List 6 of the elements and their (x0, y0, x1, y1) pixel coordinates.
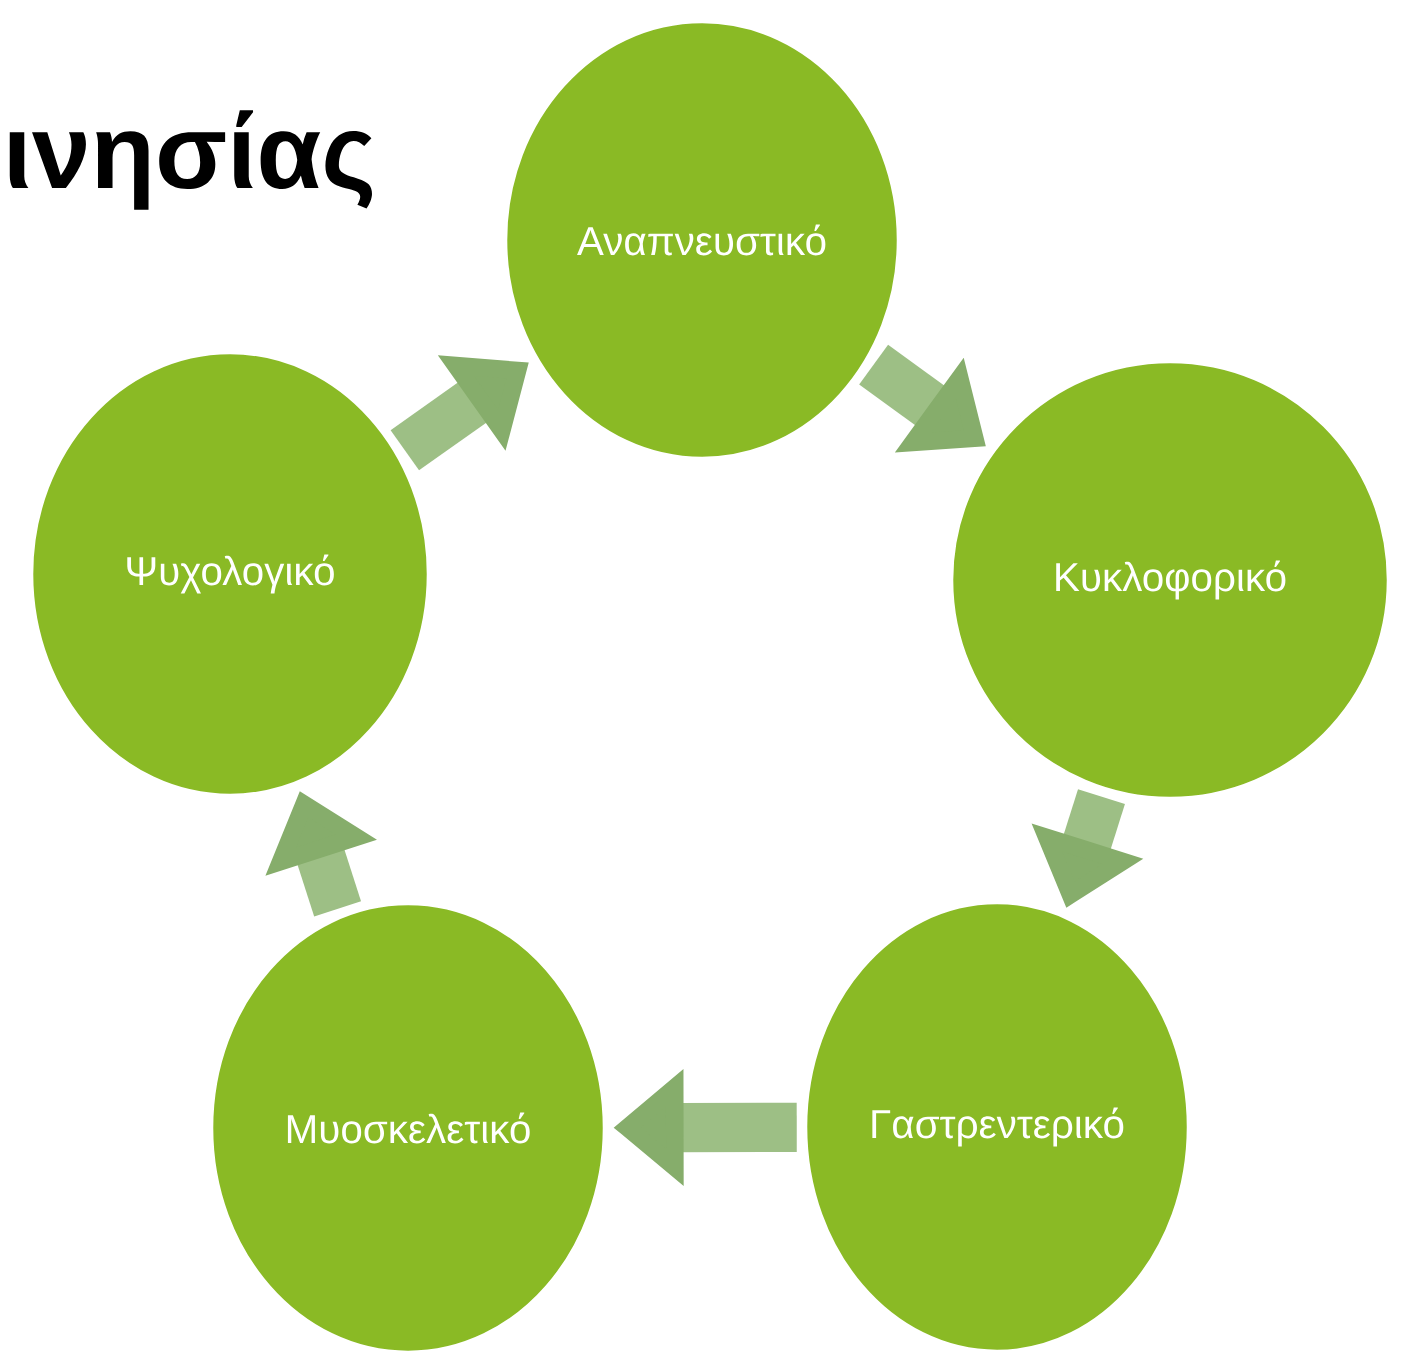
circle-node: Ψυχολογικό (22, 343, 438, 805)
title: ινησίας (9, 110, 372, 210)
circle-node: Γαστρεντερικό (796, 893, 1198, 1359)
circle-node: Αναπνευστικό (496, 12, 908, 468)
circle-node: Μυοσκελετικό (202, 894, 614, 1359)
circle-node: Κυκλοφορικό (942, 352, 1398, 808)
